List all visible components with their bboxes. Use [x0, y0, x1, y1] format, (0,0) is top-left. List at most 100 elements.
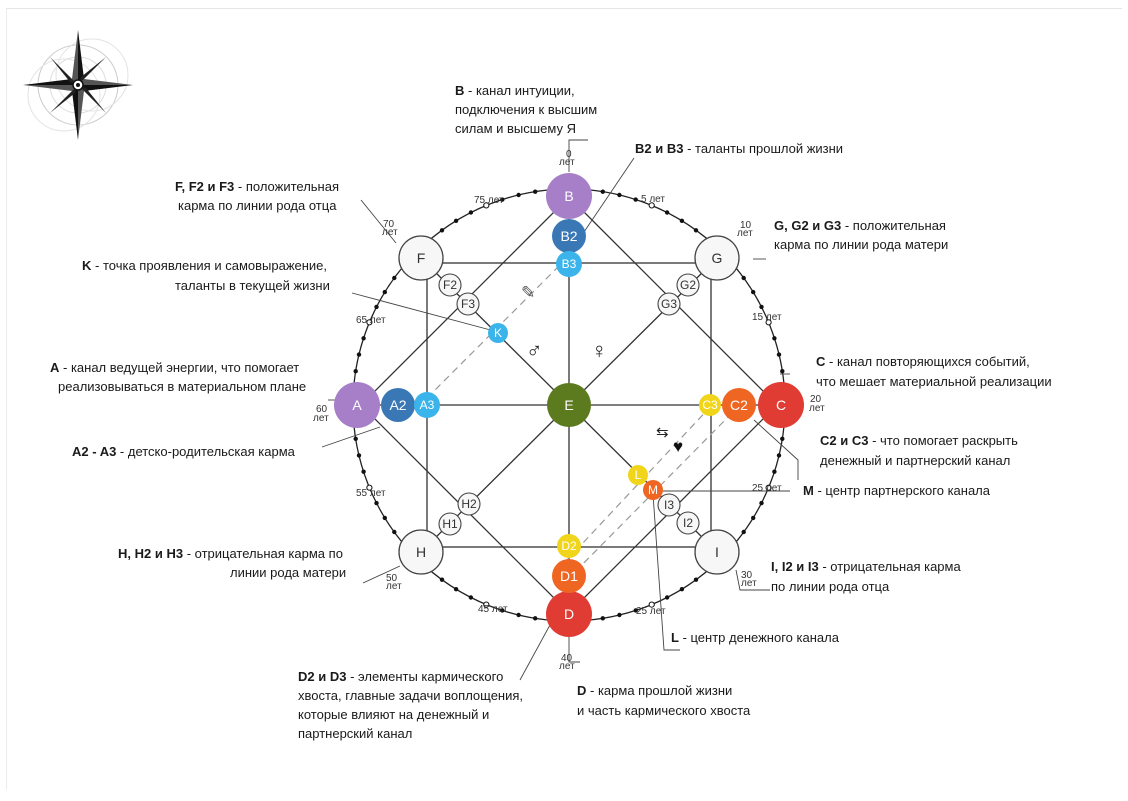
age-tick	[741, 529, 746, 535]
node-F2: F2	[443, 278, 457, 292]
age-tick	[392, 529, 397, 535]
caption-h: H, H2 и H3 - отрицательная карма по	[118, 546, 343, 561]
age-tick	[516, 192, 521, 198]
node-E: E	[564, 397, 573, 413]
pointer-lines	[321, 139, 799, 681]
age-tick	[776, 352, 782, 357]
node-A: A	[352, 397, 362, 413]
node-G2: G2	[680, 278, 696, 292]
node-C2: C2	[730, 397, 748, 413]
caption-b: B - канал интуиции,	[455, 83, 575, 98]
age-15: 15 лет	[752, 312, 782, 323]
node-D: D	[564, 606, 574, 622]
age-tick	[780, 369, 785, 374]
caption-k: K - точка проявления и самовыражение,	[82, 258, 327, 273]
age-75: 75 лет	[474, 195, 504, 206]
node-L: L	[635, 468, 642, 482]
age-60: 60	[316, 404, 328, 415]
node-G: G	[712, 250, 723, 266]
caption-d23-line3: которые влияют на денежный и	[298, 707, 489, 722]
caption-d: D - карма прошлой жизни	[577, 683, 732, 698]
node-F3: F3	[461, 297, 475, 311]
age-tick	[500, 608, 505, 613]
age-70-let: лет	[382, 227, 398, 238]
caption-m: M - центр партнерского канала	[803, 483, 991, 498]
age-tick	[759, 500, 764, 506]
age-tick	[353, 369, 358, 374]
captions: B - канал интуиции, подключения к высшим…	[50, 83, 1052, 741]
node-A2: A2	[389, 397, 406, 413]
age-55: 55 лет	[356, 488, 386, 499]
node-I: I	[715, 544, 719, 560]
age-0-let: лет	[559, 157, 575, 168]
node-H: H	[416, 544, 426, 560]
age-40: 40	[561, 653, 573, 664]
age-tick	[439, 577, 445, 582]
age-tick	[392, 275, 397, 281]
age-50: 50	[386, 573, 398, 584]
age-tick	[353, 436, 358, 441]
age-tick	[633, 197, 638, 202]
node-D1: D1	[560, 568, 578, 584]
age-60-let: лет	[313, 413, 329, 424]
age-tick	[382, 289, 387, 295]
arrows-icon: ⇆	[656, 424, 669, 441]
node-F: F	[417, 250, 426, 266]
age-25b: 25 лет	[636, 606, 666, 617]
age-tick	[500, 197, 505, 202]
age-tick	[679, 218, 685, 223]
caption-d23-line4: партнерский канал	[298, 726, 412, 741]
node-H1: H1	[442, 517, 458, 531]
age-tick	[648, 202, 655, 209]
age-tick	[664, 210, 670, 215]
caption-b23: B2 и B3 - таланты прошлой жизни	[635, 141, 843, 156]
age-10-let: лет	[737, 228, 753, 239]
age-tick	[679, 587, 685, 592]
age-tick	[356, 352, 362, 357]
age-tick	[453, 587, 459, 592]
age-tick	[772, 336, 777, 341]
age-tick	[533, 616, 538, 621]
caption-g: G, G2 и G3 - положительная	[774, 218, 946, 233]
age-tick	[516, 612, 521, 618]
caption-a23: A2 - A3 - детско-родительская карма	[72, 444, 296, 459]
age-tick	[693, 228, 699, 233]
age-tick	[468, 595, 474, 600]
age-tick	[453, 218, 459, 223]
caption-a: A - канал ведущей энергии, что помогает	[50, 360, 299, 375]
node-H2: H2	[461, 497, 477, 511]
age-20: 20	[810, 394, 822, 405]
age-30: 30	[741, 570, 753, 581]
compass-rose-icon	[23, 30, 133, 140]
age-tick	[633, 608, 638, 613]
age-tick	[751, 289, 756, 295]
caption-c23: C2 и C3 - что помогает раскрыть	[820, 433, 1018, 448]
node-G3: G3	[661, 297, 677, 311]
age-40-let: лет	[559, 661, 575, 672]
caption-i-line2: по линии рода отца	[771, 579, 890, 594]
node-B: B	[564, 188, 573, 204]
age-tick	[693, 577, 699, 582]
heart-icon: ♥	[673, 437, 683, 456]
age-5: 5 лет	[641, 194, 665, 205]
age-tick	[741, 275, 746, 281]
age-tick	[366, 484, 373, 491]
age-tick	[780, 436, 785, 441]
age-tick	[648, 601, 655, 608]
age-tick	[759, 304, 764, 310]
caption-a-line2: реализовываться в материальном плане	[58, 379, 306, 394]
caption-f-line2: карма по линии рода отца	[178, 198, 337, 213]
age-tick	[468, 210, 474, 215]
age-30-let: лет	[741, 578, 757, 589]
node-M: M	[648, 483, 658, 497]
age-65: 65 лет	[356, 315, 386, 326]
age-10: 10	[740, 220, 752, 231]
caption-k-line2: таланты в текущей жизни	[175, 278, 330, 293]
age-0: 0	[566, 149, 572, 160]
node-I3: I3	[664, 498, 674, 512]
pencil-icon: ✎	[521, 283, 535, 302]
age-tick	[439, 228, 445, 233]
age-50-let: лет	[386, 581, 402, 592]
